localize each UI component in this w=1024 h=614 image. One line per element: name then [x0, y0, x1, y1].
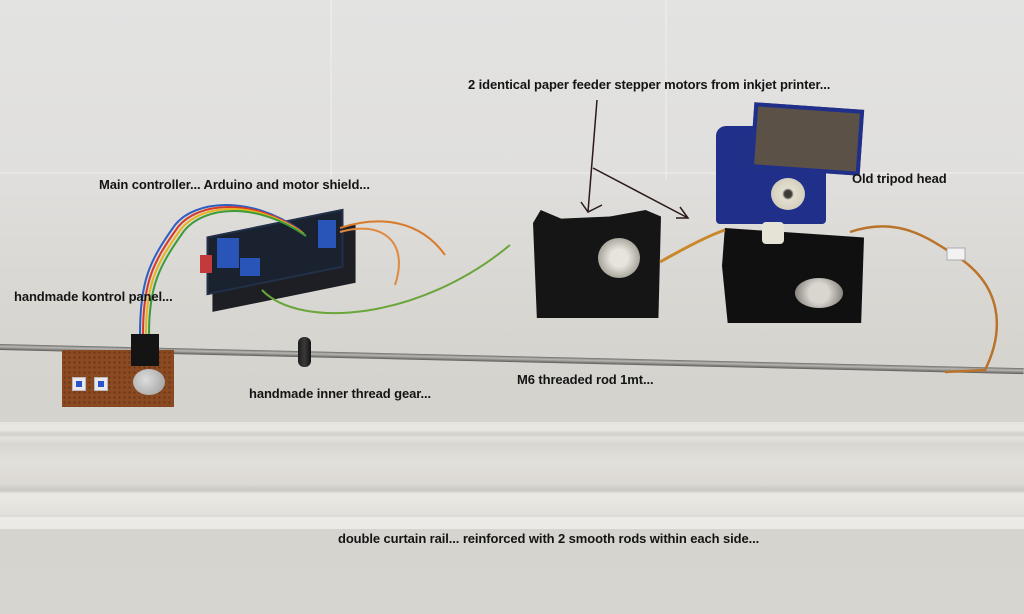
ribbon-connector: [131, 334, 159, 366]
label-control-panel: handmade kontrol panel...: [14, 289, 173, 304]
green-wire: [261, 244, 511, 315]
ribbon-cable: [139, 204, 307, 335]
label-main-controller: Main controller... Arduino and motor shi…: [99, 177, 370, 192]
label-curtain-rail: double curtain rail... reinforced with 2…: [338, 531, 760, 546]
curtain-rail: [0, 422, 1024, 522]
label-inner-thread-gear: handmade inner thread gear...: [249, 386, 432, 401]
stepper-motor-2-rotor: [795, 278, 843, 308]
orange-wire: [339, 220, 446, 256]
stepper-motor-1-rotor: [598, 238, 640, 278]
shield-terminal: [318, 220, 336, 248]
label-tripod-head: Old tripod head: [852, 171, 947, 186]
panel-button-2: [94, 377, 108, 391]
motor-cable: [659, 228, 726, 264]
curtain-rail-front: [0, 517, 1024, 529]
potentiometer-knob: [133, 369, 165, 395]
sheet-fold: [330, 0, 332, 180]
label-threaded-rod: M6 threaded rod 1mt...: [517, 372, 654, 387]
sheet-fold: [0, 172, 1024, 174]
shield-terminal: [240, 258, 260, 276]
tripod-head-post: [762, 222, 784, 244]
power-jack: [200, 255, 212, 273]
tripod-head-knob: [771, 178, 805, 210]
panel-button-1: [72, 377, 86, 391]
cable-connector: [946, 247, 966, 261]
inner-thread-gear: [298, 337, 311, 367]
annotation-arrows: [580, 99, 690, 219]
motor-cable-2: [849, 225, 998, 374]
jumper-wire: [339, 227, 400, 286]
label-stepper-motors: 2 identical paper feeder stepper motors …: [468, 77, 831, 92]
sheet-fold: [665, 0, 667, 180]
stepper-motor-2: [722, 228, 864, 323]
stepper-motor-1: [533, 210, 661, 318]
shield-terminal: [217, 238, 239, 268]
